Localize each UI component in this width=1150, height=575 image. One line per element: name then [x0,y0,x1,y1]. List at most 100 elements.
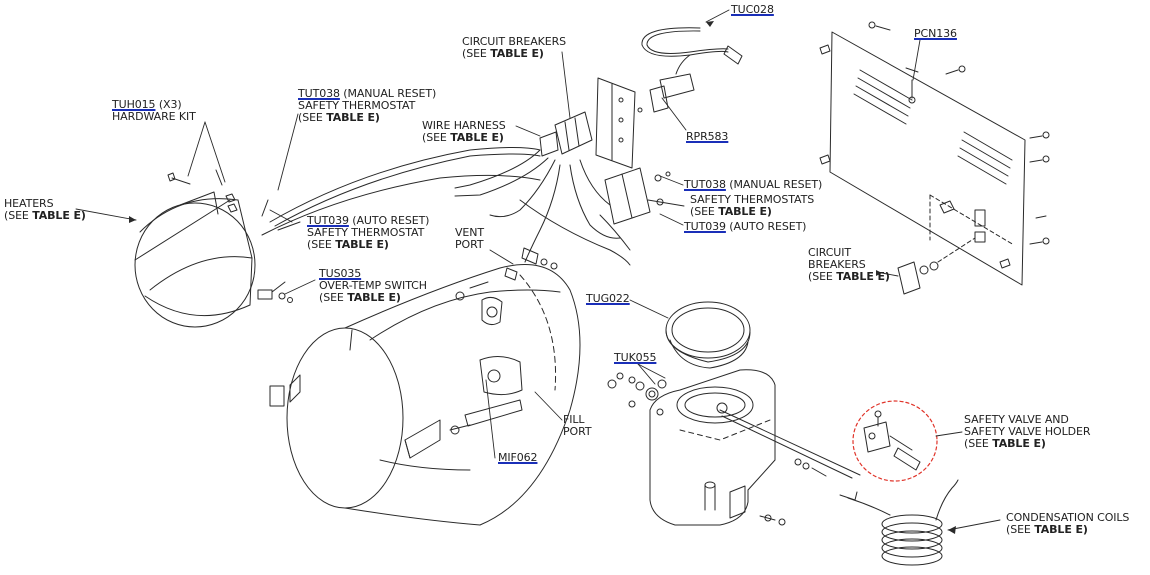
safety-valve [863,410,921,471]
tut038-upper-label: TUT038 (MANUAL RESET) SAFETY THERMOSTAT … [298,88,436,124]
vent-slots-lower [957,131,1013,185]
tut038-upper-see: (SEE [298,111,323,124]
tut039-upper-table: TABLE E) [335,238,389,251]
tuh015-qty: (X3) [158,98,182,111]
tut038-upper-note: (MANUAL RESET) [343,87,437,100]
safety-valve-line2: SAFETY VALVE HOLDER [964,425,1091,438]
condensation-coils-table: TABLE E) [1034,523,1088,536]
vent-port-label: VENT PORT [455,227,484,251]
tus035-table: TABLE E) [347,291,401,304]
tut039-upper-part-link[interactable]: TUT039 [307,214,349,227]
safety-valve-label: SAFETY VALVE AND SAFETY VALVE HOLDER (SE… [964,414,1090,450]
circuit-breakers-top-title: CIRCUIT BREAKERS [462,35,567,48]
over-temp-switch [257,281,293,303]
tuc028-part-link[interactable]: TUC028 [731,3,774,16]
tut039-lower-label: TUT039 (AUTO RESET) [684,221,806,233]
safety-thermostats-see: (SEE [690,205,715,218]
circuit-breakers-right-see: (SEE [808,270,833,283]
leader-arrows [129,21,956,534]
reservoir-fittings [607,372,786,526]
tug022-part-link[interactable]: TUG022 [586,292,630,305]
tuc028-label: TUC028 [731,4,774,16]
mif062-part-link[interactable]: MIF062 [498,451,538,464]
tut039-lower-part-link[interactable]: TUT039 [684,220,726,233]
tus035-part-link[interactable]: TUS035 [319,267,362,280]
safety-valve-line1: SAFETY VALVE AND [964,413,1069,426]
fill-port-line1: FILL [563,413,585,426]
fill-port-line2: PORT [563,425,592,438]
circuit-breakers-right-line1: CIRCUIT [808,246,852,259]
tut038-upper-part-link[interactable]: TUT038 [298,87,340,100]
condensation-coil [847,479,959,566]
wire-harness-title: WIRE HARNESS [422,119,506,132]
reservoir [649,369,776,526]
circuit-breakers-right-line2: BREAKERS [808,258,866,271]
tut039-upper-label: TUT039 (AUTO RESET) SAFETY THERMOSTAT (S… [307,215,429,251]
breaker-bracket [539,77,636,169]
safety-thermostats-label: SAFETY THERMOSTATS (SEE TABLE E) [690,194,814,218]
tut038-upper-desc: SAFETY THERMOSTAT [298,99,416,112]
safety-thermostats-table: TABLE E) [718,205,772,218]
circuit-breakers-top-table: TABLE E) [490,47,544,60]
capillary-lines [261,147,561,341]
fill-port-label: FILL PORT [563,413,592,438]
condensation-coils-see: (SEE [1006,523,1031,536]
tut038-lower-note: (MANUAL RESET) [729,178,823,191]
vent-port-fittings [455,247,558,301]
circuit-breakers-top-see: (SEE [462,47,487,60]
safety-valve-highlight [852,400,938,482]
tank [269,264,581,526]
tuk055-part-link[interactable]: TUK055 [614,351,657,364]
pcn136-part-link[interactable]: PCN136 [914,27,957,40]
tut039-upper-see: (SEE [307,238,332,251]
vent-slots-upper [853,69,913,125]
circuit-breakers-right-label: CIRCUIT BREAKERS (SEE TABLE E) [808,247,890,283]
safety-thermostats-block [604,167,671,225]
tut039-upper-desc: SAFETY THERMOSTAT [307,226,425,239]
condensation-coils-title: CONDENSATION COILS [1006,511,1130,524]
heater-band [134,191,256,328]
access-cover-panel [819,31,1026,286]
tuh015-desc: HARDWARE KIT [112,110,196,123]
tuh015-label: TUH015 (X3) HARDWARE KIT [112,99,196,123]
tut038-lower-label: TUT038 (MANUAL RESET) [684,179,822,191]
power-cord [637,27,743,113]
tuh015-part-link[interactable]: TUH015 [112,98,156,111]
heaters-label: HEATERS (SEE TABLE E) [4,198,86,222]
circuit-breakers-top-label: CIRCUIT BREAKERS (SEE TABLE E) [462,36,566,60]
tus035-see: (SEE [319,291,344,304]
condensation-coils-label: CONDENSATION COILS (SEE TABLE E) [1006,512,1129,536]
tut039-upper-note: (AUTO RESET) [352,214,430,227]
safety-valve-table: TABLE E) [992,437,1046,450]
hardware-kit-screws [167,169,223,186]
rpr583-part-link[interactable]: RPR583 [686,130,729,143]
panel-screws [868,21,1050,245]
vent-port-line2: PORT [455,238,484,251]
heaters-table: TABLE E) [32,209,86,222]
drain-tube [719,409,861,501]
gasket-ring [665,301,751,369]
tuk055-label: TUK055 [614,352,656,364]
tus035-label: TUS035 OVER-TEMP SWITCH (SEE TABLE E) [319,268,427,304]
tut038-lower-part-link[interactable]: TUT038 [684,178,726,191]
wire-harness-table: TABLE E) [450,131,504,144]
tut039-lower-note: (AUTO RESET) [729,220,807,233]
right-circuit-breaker [897,237,976,295]
tut038-upper-table: TABLE E) [326,111,380,124]
vent-port-line1: VENT [455,226,485,239]
rpr583-label: RPR583 [686,131,728,143]
circuit-breakers-right-table: TABLE E) [836,270,890,283]
pcn136-label: PCN136 [914,28,957,40]
tug022-label: TUG022 [586,293,630,305]
wire-harness-see: (SEE [422,131,447,144]
wire-harness-label: WIRE HARNESS (SEE TABLE E) [422,120,506,144]
wire-harness [454,149,631,266]
heaters-see: (SEE [4,209,29,222]
heaters-title: HEATERS [4,197,54,210]
safety-valve-see: (SEE [964,437,989,450]
tus035-desc: OVER-TEMP SWITCH [319,279,427,292]
mif062-label: MIF062 [498,451,538,464]
safety-thermostats-desc: SAFETY THERMOSTATS [690,193,815,206]
